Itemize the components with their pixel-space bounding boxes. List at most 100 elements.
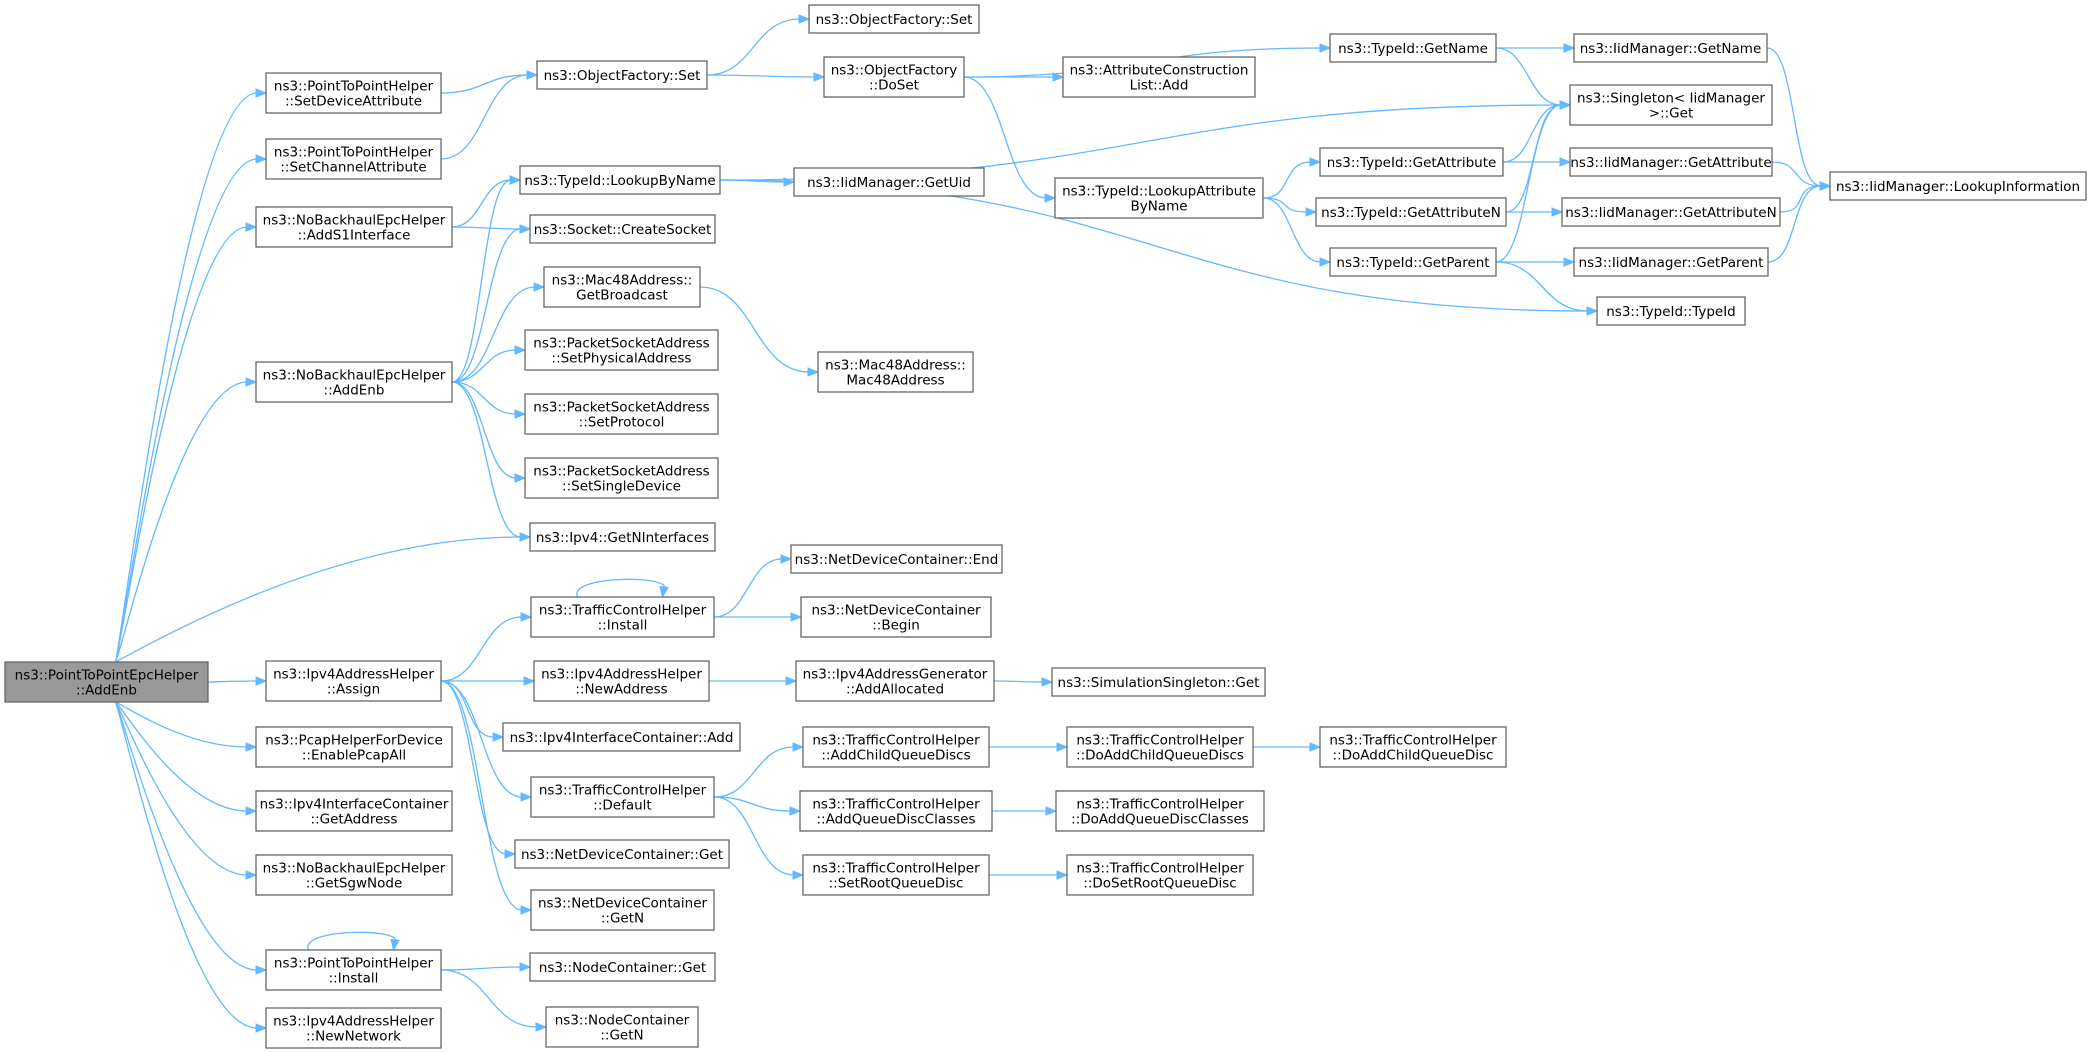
node-of_set_top[interactable]: ns3::ObjectFactory::Set [808,4,980,34]
edge-nb_addenb-to-psa_setphys [451,345,527,383]
node-of_set[interactable]: ns3::ObjectFactory::Set [536,60,708,90]
node-psa_setsingle[interactable]: ns3::PacketSocketAddress::SetSingleDevic… [524,457,719,499]
edge-line [440,74,529,160]
edge-nb_addenb-to-sock_create [451,224,532,383]
node-ipv4ah_newnet[interactable]: ns3::Ipv4AddressHelper::NewNetwork [265,1007,442,1049]
node-mac_ctor[interactable]: ns3::Mac48Address::Mac48Address [817,351,974,393]
edge-tid_getattr-to-iidm_getattr [1503,157,1572,167]
node-ndc_begin[interactable]: ns3::NetDeviceContainer::Begin [800,596,992,638]
edge-of_doset-to-tid_lookupattr [963,76,1057,203]
node-box [524,393,719,435]
node-label: ns3::Ipv4InterfaceContainer::Add [510,730,734,746]
node-ipv4ic_getaddr[interactable]: ns3::Ipv4InterfaceContainer::GetAddress [255,790,453,832]
node-tid_lookup[interactable]: ns3::TypeId::LookupByName [519,165,721,195]
edge-tid_getattrn-to-iidm_getattrn [1506,207,1564,217]
node-box [514,839,730,869]
node-box [545,1006,699,1048]
arrowhead [255,676,268,686]
node-ipv4_getn[interactable]: ns3::Ipv4::GetNInterfaces [529,522,716,552]
node-p2p_install[interactable]: ns3::PointToPointHelper::Install [265,949,442,991]
edge-tid_getparent-to-singleton_get [1495,100,1572,263]
node-label: ns3::TrafficControlHelper [812,797,980,813]
node-ndc_end[interactable]: ns3::NetDeviceContainer::End [790,544,1003,574]
node-nc_get[interactable]: ns3::NodeContainer::Get [529,952,716,982]
node-tch_addclasses[interactable]: ns3::TrafficControlHelper::AddQueueDiscC… [799,790,993,832]
node-tch_dosetroot[interactable]: ns3::TrafficControlHelper::DoSetRootQueu… [1066,854,1254,896]
node-sock_create[interactable]: ns3::Socket::CreateSocket [529,214,716,244]
node-iidm_getname[interactable]: ns3::IidManager::GetName [1573,33,1768,63]
node-pcap[interactable]: ns3::PcapHelperForDevice::EnablePcapAll [255,726,453,768]
node-label: ns3::IidManager::GetAttributeN [1565,205,1776,221]
node-ipv4ah_assign[interactable]: ns3::Ipv4AddressHelper::Assign [265,660,442,702]
arrowhead [245,870,258,880]
node-p2p_setchan[interactable]: ns3::PointToPointHelper::SetChannelAttri… [265,138,442,180]
node-psa_setproto[interactable]: ns3::PacketSocketAddress::SetProtocol [524,393,719,435]
node-tid_getparent[interactable]: ns3::TypeId::GetParent [1329,247,1497,277]
node-box [530,889,715,931]
node-tch_setroot[interactable]: ns3::TrafficControlHelper::SetRootQueueD… [802,854,990,896]
arrowhead [514,409,527,419]
node-box [793,167,985,197]
node-box [823,56,965,98]
node-box [1573,33,1768,63]
arrowhead [245,742,258,752]
node-iidm_lookupinfo[interactable]: ns3::IidManager::LookupInformation [1829,171,2087,201]
node-tch_doaddchilds[interactable]: ns3::TrafficControlHelper::DoAddChildQue… [1066,726,1254,768]
node-mac_getbc[interactable]: ns3::Mac48Address::GetBroadcast [543,266,701,308]
node-tid_getattr[interactable]: ns3::TypeId::GetAttribute [1319,147,1504,177]
node-label: ::SetSingleDevice [562,479,681,495]
node-singleton_get[interactable]: ns3::Singleton< IidManager>::Get [1569,84,1773,126]
node-label: ns3::ObjectFactory::Set [816,12,973,28]
node-label: ns3::TypeId::GetAttributeN [1321,205,1501,221]
node-iidm_getparent[interactable]: ns3::IidManager::GetParent [1573,247,1769,277]
node-label: ns3::IidManager::GetAttribute [1570,155,1771,171]
node-root[interactable]: ns3::PointToPointEpcHelper::AddEnb [4,661,209,703]
node-box [802,726,990,768]
node-ss_get[interactable]: ns3::SimulationSingleton::Get [1051,667,1266,697]
edge-line [713,796,795,876]
node-psa_setphys[interactable]: ns3::PacketSocketAddress::SetPhysicalAdd… [524,329,719,371]
arrowhead [509,175,522,185]
node-tch_install[interactable]: ns3::TrafficControlHelper::Install [530,596,715,638]
node-ipv4ag_addalloc[interactable]: ns3::Ipv4AddressGenerator::AddAllocated [795,660,995,702]
edge-ipv4ah_newaddr-to-ipv4ag_addalloc [708,676,798,686]
node-tch_doaddchild[interactable]: ns3::TrafficControlHelper::DoAddChildQue… [1319,726,1507,768]
node-label: List::Add [1130,78,1189,94]
node-iidm_getattr[interactable]: ns3::IidManager::GetAttribute [1569,147,1773,177]
node-label: ::AddChildQueueDiscs [821,748,970,764]
edge-ipv4ag_addalloc-to-ss_get [993,677,1054,687]
node-box [1596,296,1746,326]
node-box [543,266,701,308]
node-tid_getattrn[interactable]: ns3::TypeId::GetAttributeN [1315,197,1507,227]
node-tid_typeid[interactable]: ns3::TypeId::TypeId [1596,296,1746,326]
arrowhead [1056,742,1069,752]
node-tid_getname[interactable]: ns3::TypeId::GetName [1329,33,1497,63]
node-tch_default[interactable]: ns3::TrafficControlHelper::Default [530,776,715,818]
node-box [1051,667,1266,697]
node-ndc_get[interactable]: ns3::NetDeviceContainer::Get [514,839,730,869]
edge-line [114,701,248,876]
edge-root-to-ipv4ah_newnet [114,701,268,1033]
edge-line [451,179,512,228]
node-ipv4ic_add[interactable]: ns3::Ipv4InterfaceContainer::Add [502,722,741,752]
node-label: ::Default [593,798,651,814]
node-iidm_getattrn[interactable]: ns3::IidManager::GetAttributeN [1561,197,1781,227]
node-label: ns3::IidManager::GetUid [807,175,971,191]
node-of_doset[interactable]: ns3::ObjectFactory::DoSet [823,56,965,98]
node-p2p_setdev[interactable]: ns3::PointToPointHelper::SetDeviceAttrib… [265,72,442,114]
edge-line [1262,161,1312,199]
node-tch_addchild[interactable]: ns3::TrafficControlHelper::AddChildQueue… [802,726,990,768]
node-ipv4ah_newaddr[interactable]: ns3::Ipv4AddressHelper::NewAddress [533,660,710,702]
node-box [255,790,453,832]
node-nc_getn[interactable]: ns3::NodeContainer::GetN [545,1006,699,1048]
edge-of_doset-to-acl_add [963,72,1065,82]
node-tch_doaddclasses[interactable]: ns3::TrafficControlHelper::DoAddQueueDis… [1055,790,1265,832]
node-nb_adds1[interactable]: ns3::NoBackhaulEpcHelper::AddS1Interface [255,206,453,248]
node-label: GetBroadcast [576,288,668,304]
node-nb_getsgw[interactable]: ns3::NoBackhaulEpcHelper::GetSgwNode [255,854,453,896]
node-nb_addenb[interactable]: ns3::NoBackhaulEpcHelper::AddEnb [255,361,453,403]
node-iidm_getuid[interactable]: ns3::IidManager::GetUid [793,167,985,197]
node-ndc_getn[interactable]: ns3::NetDeviceContainer::GetN [530,889,715,931]
